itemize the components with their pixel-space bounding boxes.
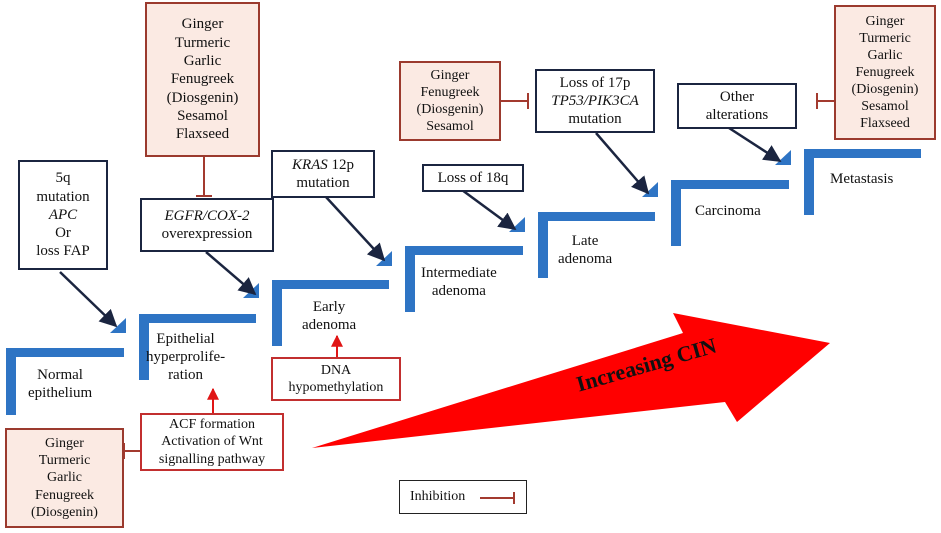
inhibitor-box-right: Ginger Turmeric Garlic Fenugreek (Diosge… bbox=[834, 5, 936, 140]
dna-hypomethylation-box: DNA hypomethylation bbox=[271, 357, 401, 401]
inhibitor-box-middle: Ginger Fenugreek (Diosgenin) Sesamol bbox=[399, 61, 501, 141]
tri-1 bbox=[110, 318, 126, 333]
step-intermediate bbox=[405, 246, 523, 312]
event-kras-box: KRAS 12p mutation bbox=[271, 150, 375, 198]
step-late bbox=[538, 212, 655, 278]
arrow-tp53 bbox=[595, 132, 650, 195]
inhibition-symbol-icon bbox=[480, 492, 515, 504]
step-carcinoma bbox=[671, 180, 789, 246]
tri-4 bbox=[509, 217, 525, 232]
inhibitor-box-top: Ginger Turmeric Garlic Fenugreek (Diosge… bbox=[145, 2, 260, 157]
inhibitor-box-bottom-left: Ginger Turmeric Garlic Fenugreek (Diosge… bbox=[5, 428, 124, 528]
step-early bbox=[272, 280, 389, 346]
event-18q-box: Loss of 18q bbox=[422, 164, 524, 192]
event-egfr-box: EGFR/COX-2 overexpression bbox=[140, 198, 274, 252]
event-tp53-box: Loss of 17p TP53/PIK3CA mutation bbox=[535, 69, 655, 133]
acf-wnt-box: ACF formation Activation of Wnt signalli… bbox=[140, 413, 284, 471]
stage-carcinoma: Carcinoma bbox=[695, 203, 761, 219]
arrow-other bbox=[728, 126, 782, 163]
arrow-apc bbox=[59, 271, 118, 328]
increasing-cin-arrow bbox=[312, 313, 830, 448]
step-epithelial bbox=[139, 314, 256, 380]
step-normal bbox=[6, 348, 124, 415]
staircase bbox=[6, 149, 921, 415]
arrow-18q bbox=[461, 188, 517, 231]
legend-label: Inhibition bbox=[410, 489, 466, 504]
tri-6 bbox=[775, 150, 791, 165]
legend: Inhibition bbox=[399, 480, 527, 514]
stage-metastasis: Metastasis bbox=[830, 171, 894, 187]
step-metastasis bbox=[804, 149, 921, 215]
arrow-egfr bbox=[205, 251, 257, 296]
event-other-box: Other alterations bbox=[677, 83, 797, 129]
arrow-kras bbox=[325, 196, 386, 262]
event-apc-box: 5q mutation APC Or loss FAP bbox=[18, 160, 108, 270]
